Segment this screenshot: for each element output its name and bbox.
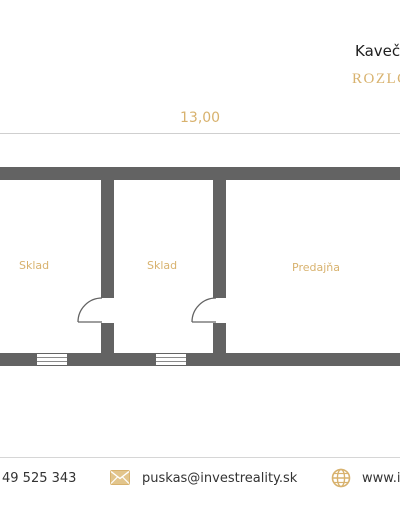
footer-email[interactable]: puskas@investreality.sk: [142, 471, 298, 486]
page-title: Kaveč: [355, 42, 400, 60]
footer-website[interactable]: www.i: [362, 471, 400, 486]
dimension-label: 13,00: [180, 110, 221, 126]
door-swing-1: [77, 297, 103, 323]
room-label-sklad-1: Sklad: [19, 259, 50, 272]
wall-partition-2: [213, 180, 226, 298]
envelope-icon: [110, 470, 130, 485]
globe-icon: [331, 468, 351, 488]
room-label-predajna: Predajňa: [292, 261, 340, 274]
footer-phone[interactable]: 49 525 343: [2, 471, 77, 486]
door-swing-2: [191, 297, 217, 323]
wall-partition-1-lower: [101, 323, 114, 353]
wall-partition-1: [101, 180, 114, 298]
wall-top: [0, 167, 400, 180]
wall-bottom: [0, 353, 400, 366]
room-label-sklad-2: Sklad: [147, 259, 178, 272]
window-2: [156, 353, 186, 366]
footer-divider: [0, 457, 400, 458]
floor-plan: Sklad Sklad Predajňa: [0, 167, 400, 366]
wall-partition-2-lower: [213, 323, 226, 353]
page-subtitle: ROZLO: [352, 71, 400, 87]
dimension-line: [0, 133, 400, 134]
window-1: [37, 353, 67, 366]
